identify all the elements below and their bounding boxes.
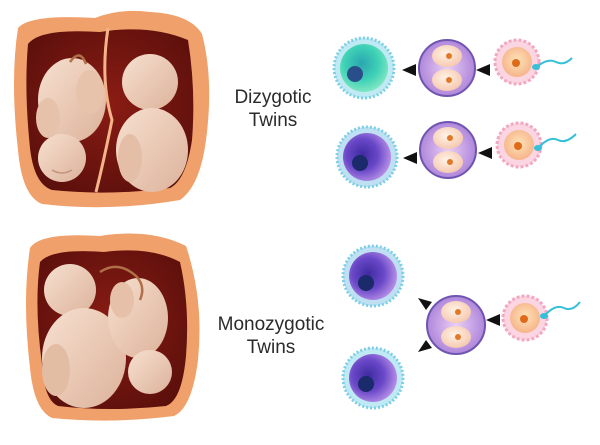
sperm-icon bbox=[539, 133, 577, 147]
dizygotic-row-2 bbox=[335, 121, 577, 189]
arrow-icon bbox=[403, 152, 417, 164]
monozygotic-group bbox=[341, 244, 581, 410]
dizygotic-label-line-1: Dizygotic bbox=[234, 87, 312, 108]
dizygotic-label-line-2: Twins bbox=[248, 110, 298, 131]
arrow-icon bbox=[478, 147, 492, 159]
blastocyst-icon bbox=[341, 244, 405, 308]
monozygotic-label-line-2: Twins bbox=[246, 337, 296, 358]
monozygotic-label-line-1: Monozygotic bbox=[217, 314, 325, 335]
two-cell-zygote-icon bbox=[419, 121, 477, 179]
egg-cell-icon bbox=[493, 38, 541, 86]
blastocyst-icon bbox=[341, 346, 405, 410]
arrow-icon bbox=[476, 64, 490, 76]
uterus-dizygotic bbox=[14, 10, 210, 208]
sperm-icon bbox=[537, 57, 573, 67]
dizygotic-row-1 bbox=[332, 36, 573, 100]
arrow-icon bbox=[418, 298, 432, 310]
arrow-icon bbox=[402, 64, 416, 76]
fetus-icon bbox=[42, 264, 126, 408]
egg-cell-icon bbox=[495, 121, 543, 169]
arrow-icon bbox=[486, 314, 500, 326]
sperm-icon bbox=[545, 301, 581, 315]
egg-cell-icon bbox=[501, 294, 549, 342]
blastocyst-icon bbox=[335, 125, 399, 189]
blastocyst-icon bbox=[332, 36, 396, 100]
monozygotic-label: Monozygotic Twins bbox=[206, 313, 336, 359]
two-cell-zygote-icon bbox=[418, 39, 476, 97]
fetus-icon bbox=[36, 54, 106, 182]
arrow-icon bbox=[418, 340, 432, 352]
uterus-monozygotic bbox=[26, 233, 200, 421]
two-cell-zygote-icon bbox=[426, 295, 486, 355]
fetus-icon bbox=[99, 265, 172, 394]
dizygotic-label: Dizygotic Twins bbox=[218, 86, 328, 132]
fetus-icon bbox=[116, 54, 188, 192]
